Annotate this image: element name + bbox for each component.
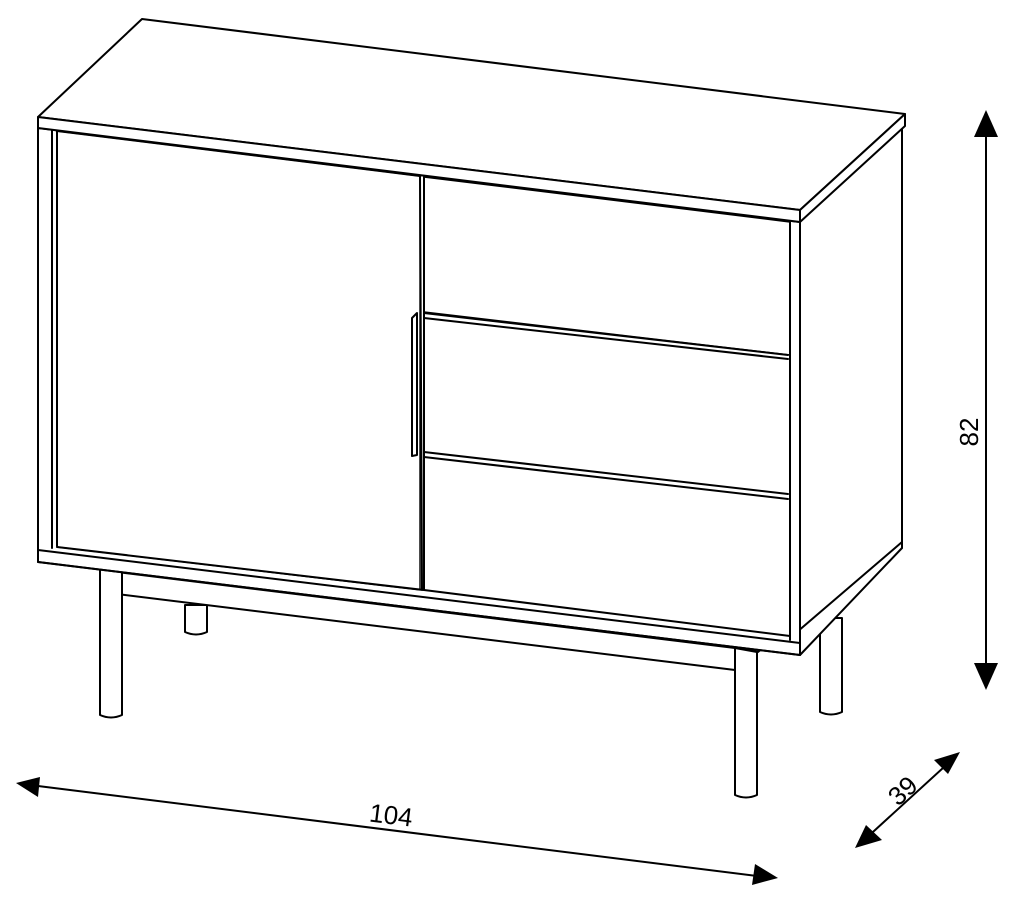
width-label: 104 [368,798,415,833]
height-label: 82 [954,418,984,447]
drawer-bottom[interactable] [423,451,789,500]
arrow-left-icon [16,777,40,797]
top-board [37,18,906,223]
width-dimension: 104 [16,777,778,885]
back-left-leg [184,604,208,636]
arrow-right-icon [752,864,778,885]
depth-label: 39 [882,770,924,812]
front-left-leg [99,567,123,719]
arrow-diag-down-icon [855,825,882,848]
back-right-leg [819,617,843,716]
front-right-leg [734,647,758,799]
arrow-down-icon [974,663,998,690]
height-dimension: 82 [954,110,998,690]
depth-dimension: 39 [855,752,960,848]
door-handle[interactable] [411,312,418,457]
drawer-middle[interactable] [423,312,789,360]
arrow-diag-up-icon [934,752,960,774]
plinth-line [56,546,791,637]
arrow-up-icon [974,110,998,137]
